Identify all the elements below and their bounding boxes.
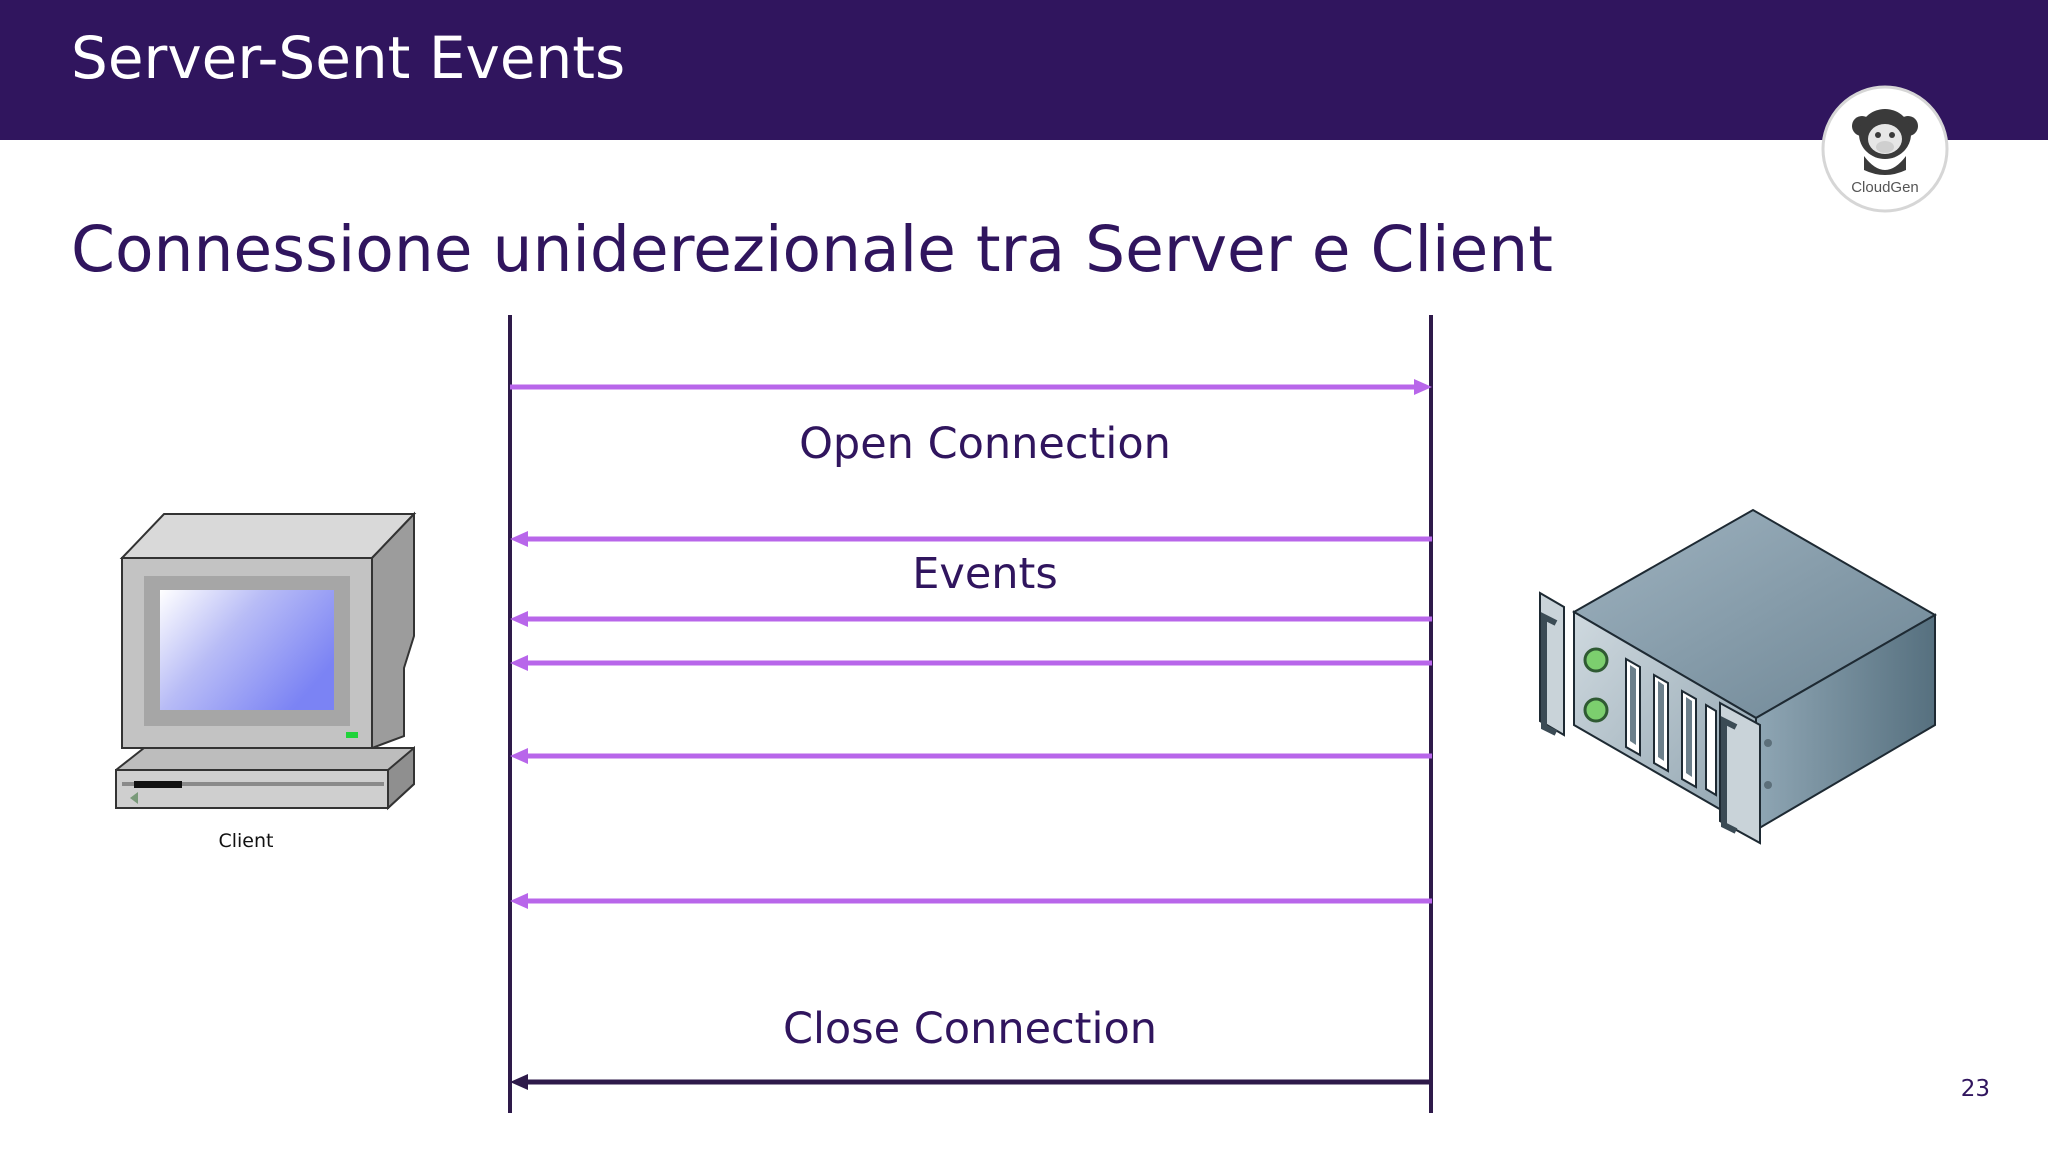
client-label: Client bbox=[218, 830, 274, 852]
event-arrow-3 bbox=[510, 651, 1432, 675]
slide-title: Server-Sent Events bbox=[71, 24, 626, 92]
header-band bbox=[0, 0, 2048, 140]
open-connection-arrow bbox=[510, 375, 1432, 399]
logo-text: CloudGen bbox=[1851, 179, 1919, 196]
event-arrow-5 bbox=[510, 889, 1432, 913]
close-connection-label: Close Connection bbox=[782, 1004, 1158, 1054]
events-label: Events bbox=[912, 549, 1058, 599]
open-connection-label: Open Connection bbox=[799, 419, 1171, 469]
close-connection-arrow bbox=[510, 1070, 1432, 1094]
client-computer-icon bbox=[108, 508, 426, 826]
event-arrow-2 bbox=[510, 607, 1432, 631]
client-lifeline bbox=[508, 315, 512, 1113]
page-number: 23 bbox=[1960, 1076, 1990, 1102]
slide-subtitle: Connessione uniderezionale tra Server e … bbox=[71, 213, 1553, 286]
cloudgen-logo: CloudGen bbox=[1820, 84, 1950, 214]
svg-text:CloudGen: CloudGen bbox=[1851, 179, 1919, 196]
event-arrow-4 bbox=[510, 744, 1432, 768]
server-icon bbox=[1530, 505, 1940, 850]
event-arrow-1 bbox=[510, 527, 1432, 551]
server-lifeline bbox=[1429, 315, 1433, 1113]
